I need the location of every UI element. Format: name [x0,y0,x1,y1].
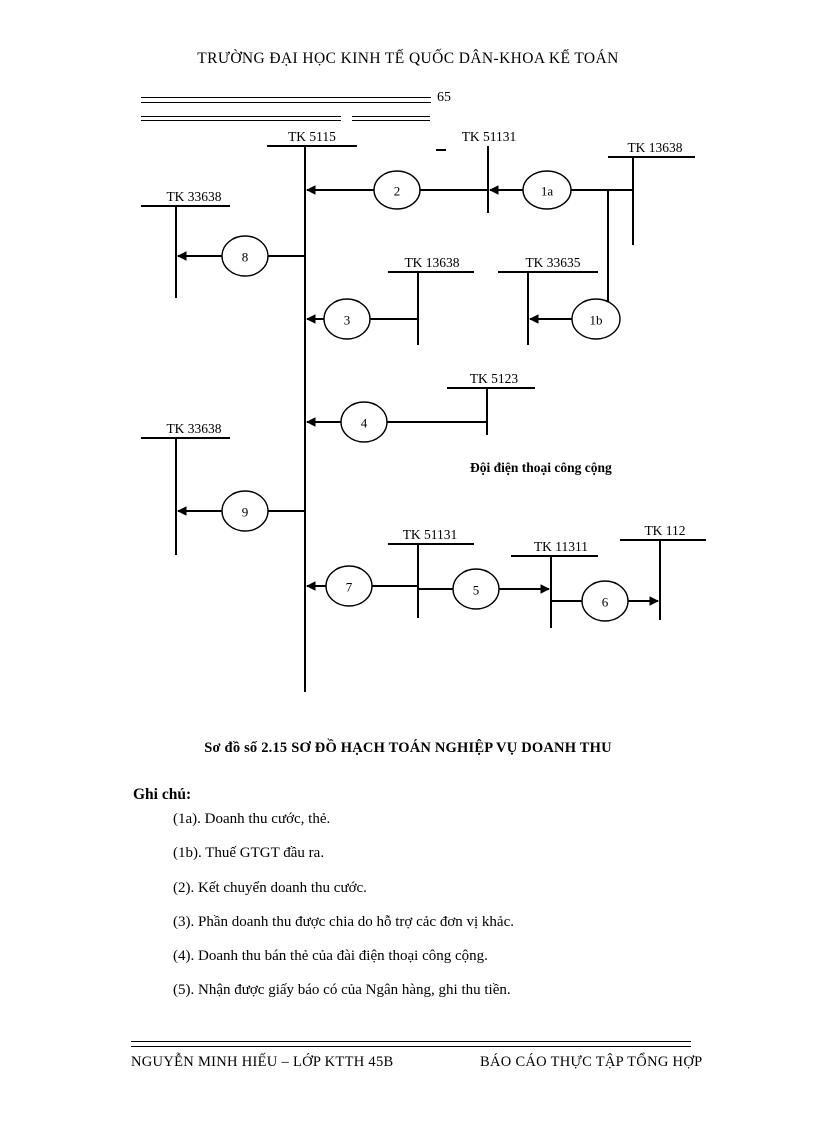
flow-marker-1b [571,298,621,340]
flow-label-4: 4 [361,416,368,431]
flow-marker-8 [221,235,269,277]
header-rule-second-left [141,116,341,121]
footer: NGUYỄN MINH HIẾU – LỚP KTTH 45B BÁO CÁO … [131,1054,702,1078]
flow-marker-5 [452,568,500,610]
note-item-1a: (1a). Doanh thu cước, thẻ. [173,811,331,827]
note-item-5: (5). Nhận được giấy báo có của Ngân hàng… [173,982,511,999]
header-rule-top [141,97,431,103]
flow-label-1b: 1b [590,313,603,328]
account-label-112: TK 112 [644,523,685,538]
flow-marker-9 [221,490,269,532]
flow-label-9: 9 [242,505,249,520]
notes-section: Ghi chú: (1a). Doanh thu cước, thẻ. (1b)… [133,786,753,1017]
flow-label-2: 2 [394,184,401,199]
account-label-51131-bottom: TK 51131 [403,527,458,542]
header-rule-second-right [352,116,430,121]
flow-label-5: 5 [473,583,480,598]
page-number: 65 [437,90,451,105]
figure-caption: Sơ đồ số 2.15 SƠ ĐỒ HẠCH TOÁN NGHIỆP VỤ … [204,740,612,756]
footer-report-title: BÁO CÁO THỰC TẬP TỔNG HỢP [480,1054,703,1070]
note-item-2: (2). Kết chuyển doanh thu cước. [173,879,367,896]
flow-marker-2 [373,170,421,210]
account-label-33635: TK 33635 [525,255,580,270]
flow-marker-6 [581,580,629,622]
account-label-33638-lower: TK 33638 [166,421,221,436]
flow-marker-4 [340,401,388,443]
diagram-annotation-public-phone-unit: Đội điện thoại công cộng [470,460,612,475]
notes-title: Ghi chú: [133,786,192,803]
flow-label-7: 7 [346,580,353,595]
note-item-1b: (1b). Thuế GTGT đầu ra. [173,845,325,862]
note-item-4: (4). Doanh thu bán thẻ của đài điện thoạ… [173,948,488,964]
account-label-13638-mid: TK 13638 [404,255,459,270]
footer-author: NGUYỄN MINH HIẾU – LỚP KTTH 45B [131,1054,394,1070]
account-label-33638-upper: TK 33638 [166,189,221,204]
accounting-flow-diagram: TK 5115 TK 51131 TK 13638 TK 33638 TK 13… [141,129,706,692]
flow-marker-3 [323,298,371,340]
flow-marker-7 [325,565,373,607]
account-label-5115: TK 5115 [288,129,336,144]
flow-label-6: 6 [602,595,609,610]
note-item-3: (3). Phần doanh thu được chia do hỗ trợ … [173,913,515,930]
flow-label-1a: 1a [541,184,554,199]
account-label-13638-right: TK 13638 [627,140,682,155]
page-title: TRƯỜNG ĐẠI HỌC KINH TẾ QUỐC DÂN-KHOA KẾ … [197,50,619,67]
footer-rule [131,1041,691,1047]
account-label-5123: TK 5123 [470,371,519,386]
flow-label-8: 8 [242,250,249,265]
account-label-11311: TK 11311 [534,539,588,554]
account-label-51131-top: TK 51131 [462,129,517,144]
flow-marker-1a [522,170,572,210]
flow-label-3: 3 [344,313,351,328]
